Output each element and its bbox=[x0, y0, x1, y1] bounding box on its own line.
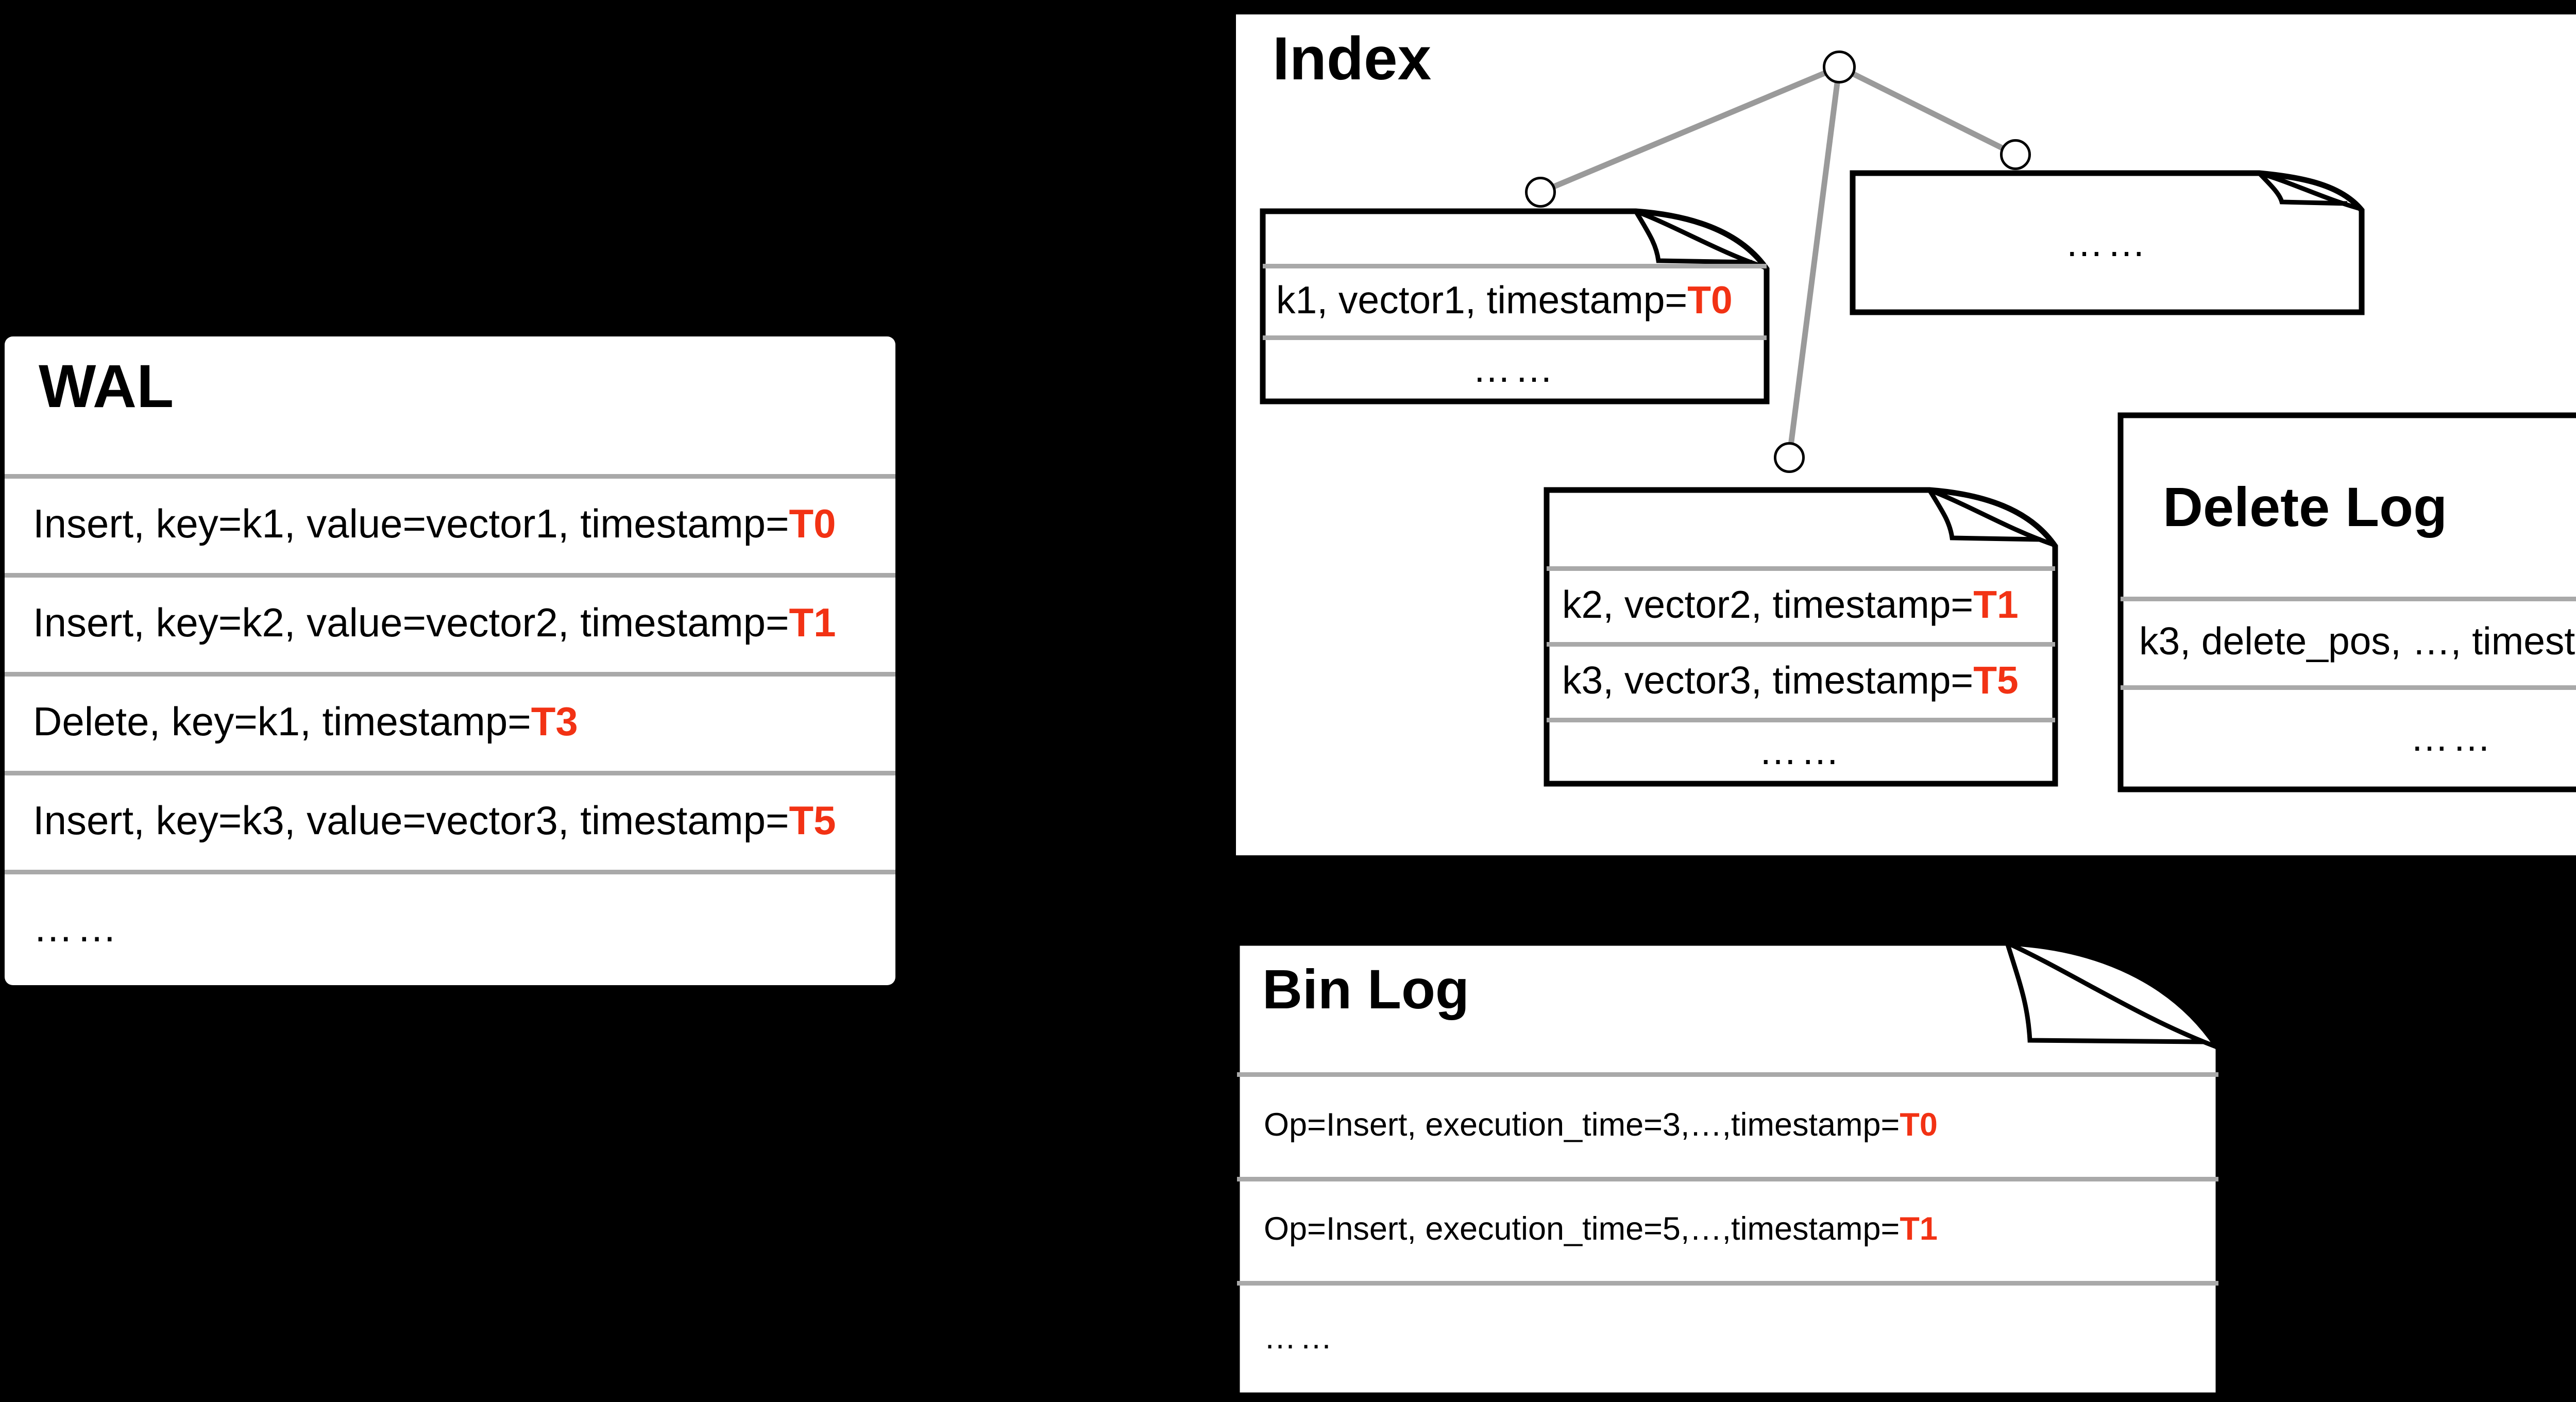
segment-row: k1, vector1, timestamp=T0 bbox=[1260, 264, 1770, 335]
segment-row-ellipsis: …… bbox=[1850, 170, 2365, 315]
row-separator bbox=[2121, 597, 2576, 601]
tree-edges bbox=[1539, 64, 2017, 458]
wal-row: Insert, key=k1, value=vector1, timestamp… bbox=[5, 474, 895, 573]
wal-row-text: Insert, key=k3, value=vector3, timestamp… bbox=[33, 797, 789, 843]
index-segment-file-k1: k1, vector1, timestamp=T0 …… bbox=[1260, 208, 1770, 404]
wal-row: Insert, key=k3, value=vector3, timestamp… bbox=[5, 771, 895, 870]
bin-log-document: Bin Log Op=Insert, execution_time=3,…,ti… bbox=[1234, 940, 2222, 1398]
wal-row-text: Insert, key=k2, value=vector2, timestamp… bbox=[33, 599, 789, 645]
ellipsis-text: …… bbox=[1758, 729, 1843, 772]
timestamp-value: T5 bbox=[1973, 658, 2019, 702]
index-panel: Index k1, vector1, timestamp=T0 …… …… bbox=[1236, 14, 2576, 855]
row-separator bbox=[2121, 685, 2576, 690]
segment-row-ellipsis: …… bbox=[1544, 718, 2058, 784]
timestamp-value: T1 bbox=[789, 599, 836, 645]
tree-node-left bbox=[1525, 177, 1556, 208]
delete-log-row: k3, delete_pos, …, timestamp=T3 bbox=[2117, 597, 2576, 685]
bin-log-title: Bin Log bbox=[1262, 958, 1469, 1020]
wal-row-text: Delete, key=k1, timestamp= bbox=[33, 698, 531, 744]
bin-log-row-text: Op=Insert, execution_time=5,…,timestamp= bbox=[1264, 1211, 1900, 1247]
timestamp-value: T1 bbox=[1973, 582, 2019, 626]
bin-log-row: Op=Insert, execution_time=5,…,timestamp=… bbox=[1234, 1177, 2222, 1281]
row-separator bbox=[1237, 1281, 2218, 1286]
tree-node-right bbox=[2000, 139, 2031, 170]
delete-log-document: Delete Log k3, delete_pos, …, timestamp=… bbox=[2117, 412, 2576, 792]
ellipsis-text: …… bbox=[2065, 221, 2149, 264]
row-separator bbox=[1237, 1177, 2218, 1181]
timestamp-value: T0 bbox=[1900, 1106, 1938, 1143]
segment-row-ellipsis: …… bbox=[1260, 335, 1770, 401]
timestamp-value: T3 bbox=[531, 698, 578, 744]
timestamp-value: T1 bbox=[1900, 1211, 1938, 1247]
delete-log-title: Delete Log bbox=[2163, 476, 2448, 538]
tree-node-root bbox=[1823, 50, 1856, 83]
delete-log-row-text: k3, delete_pos, …, timestamp= bbox=[2139, 619, 2576, 663]
row-separator bbox=[5, 870, 895, 874]
tree-node-middle bbox=[1774, 442, 1805, 473]
document-shape bbox=[1544, 487, 2058, 787]
segment-row-text: k1, vector1, timestamp= bbox=[1276, 278, 1688, 322]
ellipsis-text: …… bbox=[1472, 347, 1557, 390]
row-separator bbox=[5, 573, 895, 578]
wal-row: Delete, key=k1, timestamp=T3 bbox=[5, 672, 895, 771]
wal-title: WAL bbox=[39, 352, 174, 420]
ellipsis-text: …… bbox=[33, 904, 121, 950]
row-separator bbox=[5, 474, 895, 479]
delete-log-row-ellipsis: …… bbox=[2117, 685, 2576, 789]
segment-row: k2, vector2, timestamp=T1 bbox=[1544, 566, 2058, 642]
timestamp-value: T5 bbox=[789, 797, 836, 843]
segment-row-text: k2, vector2, timestamp= bbox=[1562, 582, 1974, 626]
document-shape bbox=[2117, 412, 2576, 792]
document-shape bbox=[1850, 170, 2365, 315]
segment-row: k3, vector3, timestamp=T5 bbox=[1544, 642, 2058, 718]
row-separator bbox=[1263, 264, 1767, 268]
wal-box: WAL Insert, key=k1, value=vector1, times… bbox=[5, 336, 895, 985]
ellipsis-text: …… bbox=[2410, 716, 2495, 759]
ellipsis-text: …… bbox=[1264, 1320, 1336, 1356]
row-separator bbox=[1263, 335, 1767, 340]
index-title: Index bbox=[1273, 25, 1432, 93]
timestamp-value: T0 bbox=[1687, 278, 1733, 322]
bin-log-row: Op=Insert, execution_time=3,…,timestamp=… bbox=[1234, 1072, 2222, 1177]
wal-row-ellipsis: …… bbox=[5, 870, 895, 985]
timestamp-value: T0 bbox=[789, 500, 836, 546]
document-shape bbox=[1260, 208, 1770, 404]
wal-row-text: Insert, key=k1, value=vector1, timestamp… bbox=[33, 500, 789, 546]
index-segment-file-more: …… bbox=[1850, 170, 2365, 315]
bin-log-row-ellipsis: …… bbox=[1234, 1281, 2222, 1394]
row-separator bbox=[1547, 566, 2055, 571]
bin-log-row-text: Op=Insert, execution_time=3,…,timestamp= bbox=[1264, 1106, 1900, 1143]
row-separator bbox=[1237, 1072, 2218, 1077]
row-separator bbox=[5, 672, 895, 677]
row-separator bbox=[1547, 718, 2055, 722]
index-segment-file-k2: k2, vector2, timestamp=T1 k3, vector3, t… bbox=[1544, 487, 2058, 787]
row-separator bbox=[5, 771, 895, 775]
wal-row: Insert, key=k2, value=vector2, timestamp… bbox=[5, 573, 895, 672]
segment-row-text: k3, vector3, timestamp= bbox=[1562, 658, 1974, 702]
row-separator bbox=[1547, 642, 2055, 647]
